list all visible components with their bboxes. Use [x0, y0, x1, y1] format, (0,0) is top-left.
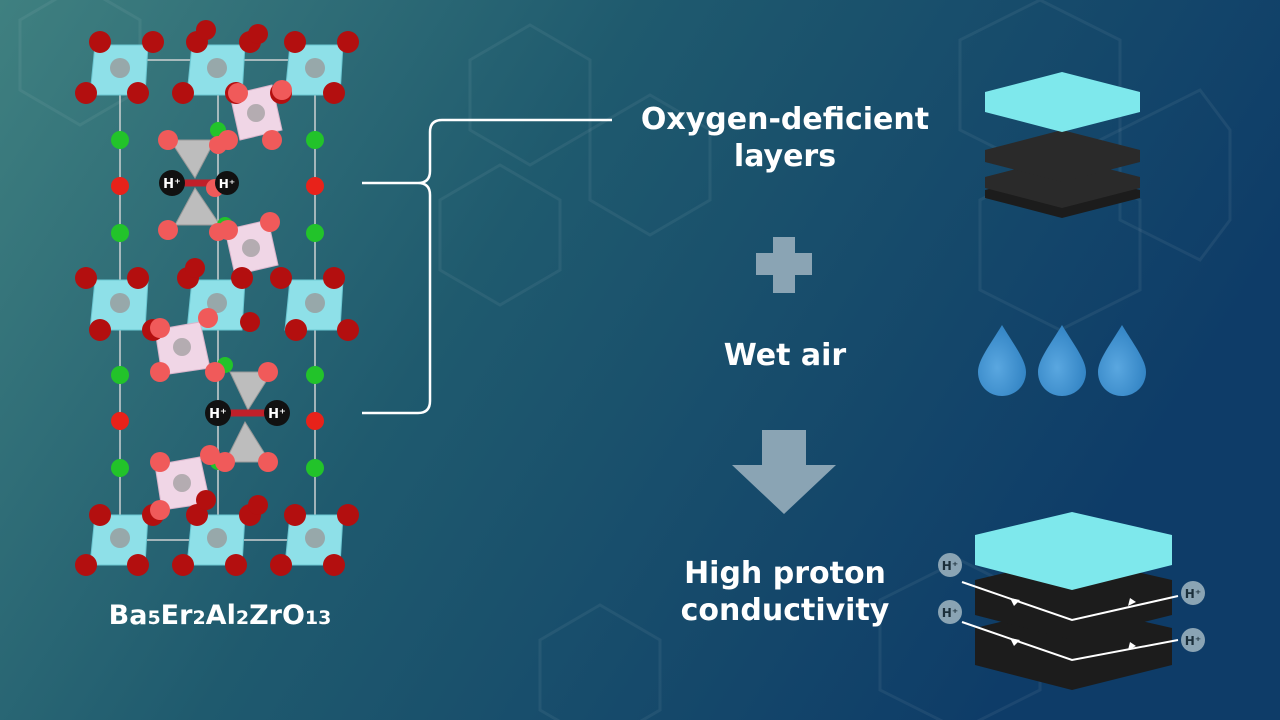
water-droplets	[978, 325, 1146, 396]
proton-badge: H⁺	[938, 600, 962, 624]
formula-element: Al	[205, 600, 236, 631]
octahedron	[89, 514, 149, 566]
water-droplet-icon	[978, 325, 1026, 396]
crystal-structure: H⁺ H⁺ H⁺ H⁺	[75, 20, 359, 576]
high-proton-line1: High proton	[684, 556, 886, 591]
proton-badge: H⁺	[1181, 628, 1205, 652]
formula-subscript: 5	[147, 607, 161, 629]
high-proton-conductivity-label: High proton conductivity	[650, 556, 920, 629]
chemical-formula: Ba5Er2Al2ZrO13	[70, 600, 370, 631]
formula-subscript: 2	[235, 607, 250, 629]
down-arrow-icon	[732, 430, 836, 514]
water-droplet-icon	[1098, 325, 1146, 396]
octahedron	[224, 219, 279, 276]
octahedron	[284, 514, 344, 566]
oxygen-deficient-line2: layers	[733, 138, 837, 174]
proton-flow-arrows	[961, 581, 1179, 662]
svg-text:H⁺: H⁺	[942, 606, 958, 620]
wet-air-label: Wet air	[723, 338, 847, 373]
high-proton-line2: conductivity	[680, 592, 890, 628]
proton-badge: H⁺	[159, 170, 185, 196]
svg-text:H⁺: H⁺	[209, 407, 227, 422]
proton-conducting-stack: H⁺ H⁺ H⁺ H⁺	[938, 512, 1205, 690]
proton-badge: H⁺	[1181, 581, 1205, 605]
tetrahedra-gray	[169, 139, 273, 463]
hexagon-pattern	[18, 0, 1232, 720]
svg-text:H⁺: H⁺	[1185, 634, 1201, 648]
svg-text:H⁺: H⁺	[1185, 587, 1201, 601]
flow-arrowheads	[1010, 598, 1136, 650]
oxygen-deficient-line1: Oxygen-deficient	[640, 102, 930, 137]
svg-text:H⁺: H⁺	[268, 407, 286, 422]
octahedron	[154, 456, 211, 511]
octahedron	[186, 514, 246, 566]
layer-stack-icon	[985, 72, 1140, 218]
red-atoms	[111, 177, 324, 430]
octahedron	[89, 279, 149, 331]
octahedron	[89, 44, 149, 96]
proton-badge: H⁺	[938, 553, 962, 577]
svg-text:H⁺: H⁺	[219, 177, 235, 191]
svg-text:H⁺: H⁺	[942, 559, 958, 573]
proton-badge: H⁺	[264, 400, 290, 426]
formula-subscript: 2	[192, 607, 206, 629]
bracket-connector	[362, 118, 612, 415]
svg-text:H⁺: H⁺	[163, 177, 181, 192]
plus-icon	[756, 237, 812, 293]
formula-element: Ba	[108, 600, 148, 631]
octahedra-pink	[154, 84, 283, 511]
water-droplet-icon	[1038, 325, 1086, 396]
formula-element: Er	[160, 600, 193, 631]
octahedron	[284, 44, 344, 96]
proton-badge: H⁺	[215, 171, 239, 195]
proton-badge: H⁺	[205, 400, 231, 426]
oxygen-deficient-label: Oxygen-deficient layers	[620, 102, 950, 175]
formula-element: ZrO	[249, 600, 305, 631]
oxygen-atoms-light	[150, 80, 292, 520]
formula-subscript: 13	[304, 607, 332, 629]
